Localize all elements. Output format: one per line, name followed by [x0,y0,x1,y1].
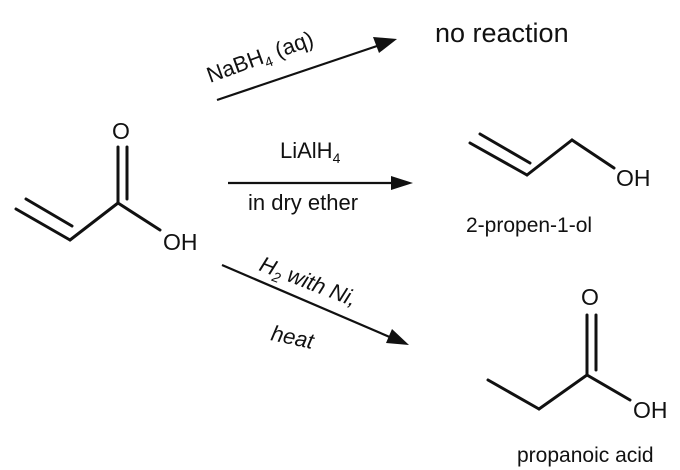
condition-heat-label: heat [269,320,317,354]
bond-allyl-c1-c2-double [478,132,532,165]
bond-prop-c2-c3 [537,373,589,411]
reaction-hydrogenation: H2 with Ni, heat O OH propanoic acid [221,251,668,467]
reagent-h2-label: H2 with Ni, [255,251,360,314]
bond-prop-c1-c2 [486,378,541,411]
bond-c1-c2-double [24,197,74,228]
bond-allyl-c2-c3 [525,138,574,177]
propanoic-hydroxyl-label: OH [633,397,668,423]
bond-allyl-c1-c2 [468,141,529,177]
product-no-reaction: no reaction [435,18,569,48]
arrow-nabh4-shaft [216,43,381,102]
condition-dry-ether-label: in dry ether [248,190,358,215]
reaction-lialh4: LiAlH4 in dry ether OH 2-propen-1-ol [228,132,651,237]
reaction-nabh4: NaBH4 (aq) no reaction [203,18,569,102]
reactant-acrylic-acid: O OH [14,118,198,255]
arrow-lialh4-head [391,176,413,190]
reactant-oxygen-label: O [112,118,130,144]
bond-allyl-c3-o [570,138,616,170]
bond-c1-c2 [14,207,72,242]
propanoic-oxygen-label: O [581,284,599,310]
arrow-h2-shaft [221,263,393,340]
arrow-nabh4-head [373,37,397,53]
reactant-hydroxyl-label: OH [163,229,198,255]
reagent-nabh4-label: NaBH4 (aq) [203,26,318,91]
reagent-lialh4-label: LiAlH4 [280,138,341,166]
arrow-h2-head [386,329,409,345]
product-name-propanoic-acid: propanoic acid [517,444,654,467]
bond-prop-c3-oh [585,373,632,402]
bond-c2-c3 [68,201,120,242]
product-name-2-propen-1-ol: 2-propen-1-ol [466,214,592,237]
product-propanoic-acid-structure [486,313,632,411]
product-hydroxyl-label: OH [616,165,651,191]
bond-c3-oh [116,201,162,232]
product-2-propen-1-ol-structure [468,132,616,177]
